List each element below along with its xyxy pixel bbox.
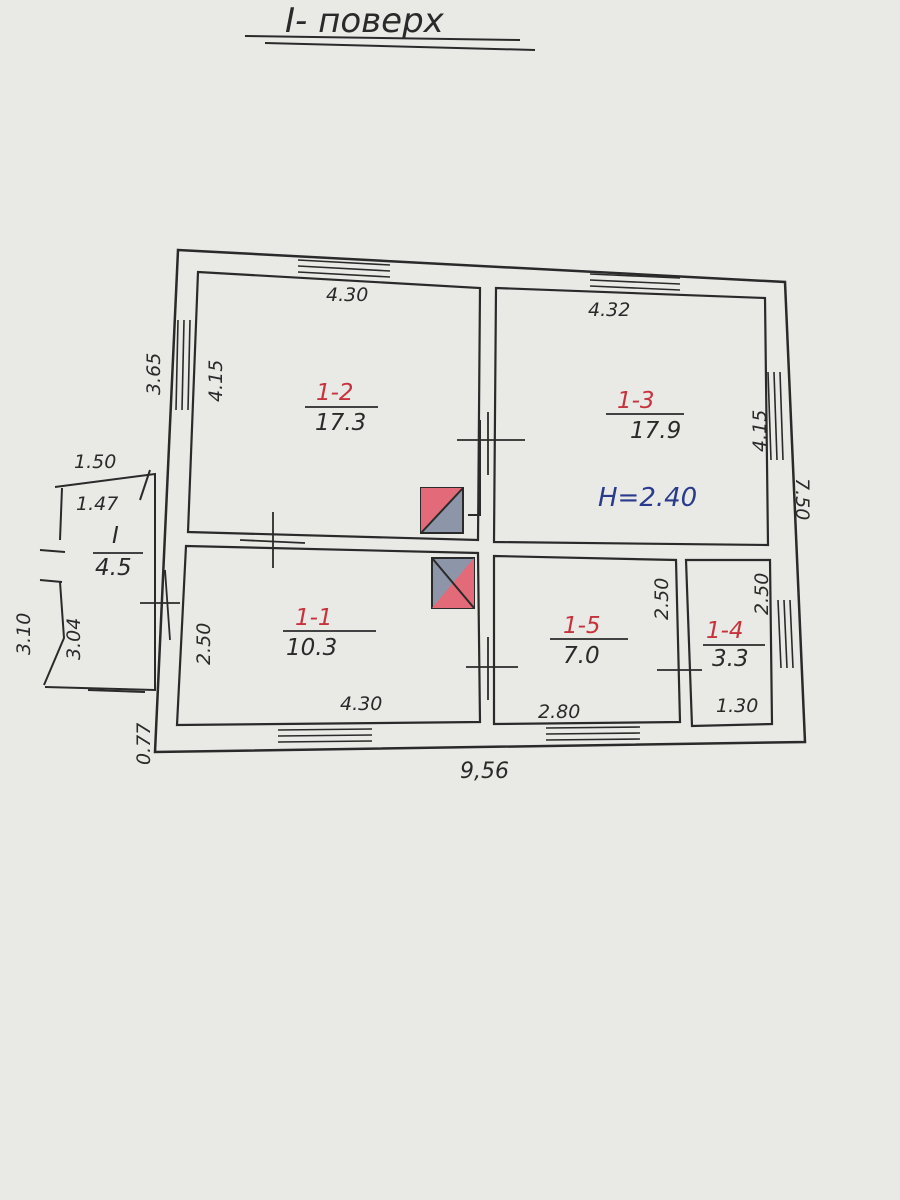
window-top-right <box>589 273 681 291</box>
window-bottom-right <box>545 726 641 741</box>
room-1-4-label: 1-4 3.3 <box>703 618 765 672</box>
window-top-left <box>297 259 391 278</box>
dim-room-1-3-length: 4.32 <box>588 299 630 321</box>
room-1-3-outline <box>492 286 770 547</box>
room-labels: 1-2 17.3 1-3 17.9 1-1 10.3 1-5 7.0 1-4 3… <box>93 380 765 672</box>
room-1-5-label: 1-5 7.0 <box>550 613 628 669</box>
title-underline-2 <box>264 42 536 51</box>
room-1-2-outline <box>186 270 482 542</box>
room-1-5-id: 1-5 <box>563 613 601 639</box>
porch-outer <box>44 472 156 692</box>
porch-corner <box>139 469 151 501</box>
room-1-1-id: 1-1 <box>295 605 333 631</box>
room-1-1-label: 1-1 10.3 <box>283 605 376 661</box>
door-1-2-1-1-jamb <box>239 539 306 544</box>
dim-room-1-3-width: 4.15 <box>749 410 771 452</box>
title-block: I- поверх <box>244 1 536 51</box>
dim-room-1-2-width: 4.15 <box>205 360 227 402</box>
dim-room-1-5-width: 2.50 <box>651 578 673 620</box>
dim-left-upper: 3.65 <box>143 353 165 395</box>
window-right-upper <box>767 371 784 461</box>
dim-porch-outer-depth: 3.10 <box>13 613 35 655</box>
dim-room-1-5-length: 2.80 <box>538 701 580 723</box>
room-1-3-area: 17.9 <box>630 418 681 444</box>
window-bottom-left <box>277 728 373 743</box>
room-1-4-area: 3.3 <box>712 646 749 672</box>
partition-notch <box>468 420 481 516</box>
porch-id: I <box>112 523 119 549</box>
room-1-2-label: 1-2 17.3 <box>305 380 378 436</box>
dim-room-1-4-width: 2.50 <box>751 573 773 615</box>
plan-title: I- поверх <box>285 1 445 41</box>
title-underline-1 <box>244 35 521 41</box>
porch-step <box>87 689 146 693</box>
window-right-lower <box>777 599 794 669</box>
porch <box>39 469 156 693</box>
window-left <box>175 319 191 411</box>
door-entry-jamb <box>164 569 171 641</box>
dim-room-1-1-width: 2.50 <box>193 623 215 665</box>
dim-overall-depth: 7.50 <box>791 478 813 520</box>
porch-inner <box>39 487 66 686</box>
dim-room-1-2-length: 4.30 <box>326 284 368 306</box>
ceiling-height-label: H=2.40 <box>598 483 697 513</box>
doors <box>140 412 702 700</box>
dim-porch-outer-width: 1.50 <box>74 451 116 473</box>
dim-porch-inner-depth: 3.04 <box>63 618 85 660</box>
porch-label: I 4.5 <box>93 523 143 581</box>
room-1-5-outline <box>492 554 682 726</box>
exterior-wall-outer <box>153 248 807 754</box>
room-1-3-label: 1-3 17.9 <box>606 388 684 444</box>
room-1-5-area: 7.0 <box>563 643 600 669</box>
windows <box>175 259 794 743</box>
room-1-4-id: 1-4 <box>706 618 744 644</box>
dim-room-1-1-length: 4.30 <box>340 693 382 715</box>
room-1-3-id: 1-3 <box>617 388 655 414</box>
dim-room-1-4-length: 1.30 <box>716 695 758 717</box>
porch-area: 4.5 <box>95 555 132 581</box>
stove-lower <box>431 557 475 609</box>
room-1-1-area: 10.3 <box>286 635 337 661</box>
dim-left-lower: 0.77 <box>133 723 155 765</box>
dim-porch-inner-width: 1.47 <box>76 493 118 515</box>
room-1-2-id: 1-2 <box>316 380 354 406</box>
dim-overall-width: 9,56 <box>460 759 509 784</box>
room-1-1-outline <box>175 544 482 727</box>
stove-upper <box>420 487 464 534</box>
room-1-2-area: 17.3 <box>315 410 366 436</box>
dimensions: 4.30 4.32 4.30 2.80 1.30 9,56 1.50 1.47 … <box>13 284 813 784</box>
exterior-walls <box>153 248 807 754</box>
